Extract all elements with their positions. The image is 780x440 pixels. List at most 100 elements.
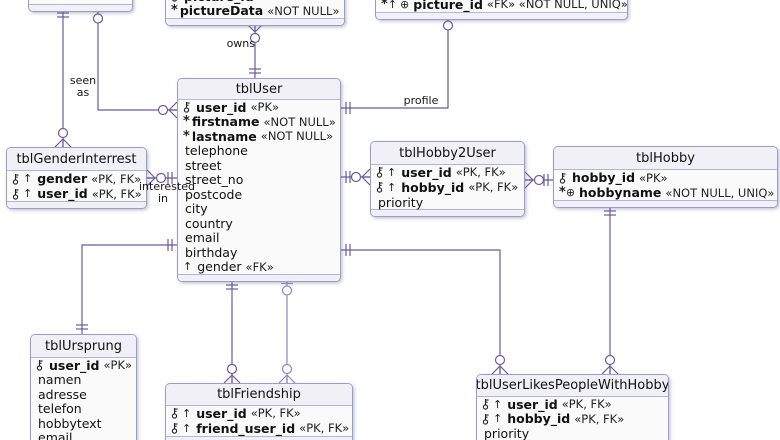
notnull-star-icon: * bbox=[183, 128, 190, 144]
table-tblGenderInterrest[interactable]: tblGenderInterrest↑gender«PK, FK»↑user_i… bbox=[6, 147, 147, 209]
column-row-priority[interactable]: priority bbox=[376, 195, 519, 210]
table-columns: *↑⊕picture_id«FK» «NOT NULL, UNIQ» bbox=[376, 0, 628, 12]
column-name: user_id bbox=[401, 164, 452, 180]
column-row-postcode[interactable]: postcode bbox=[183, 187, 335, 202]
column-row-telephone[interactable]: telephone bbox=[183, 143, 335, 158]
column-row-country[interactable]: country bbox=[183, 216, 335, 231]
table-title[interactable]: tblGenderInterrest bbox=[7, 148, 146, 171]
column-row-email[interactable]: email bbox=[183, 230, 335, 245]
column-row-telefon[interactable]: telefon bbox=[36, 401, 131, 416]
table-tblHobby2User[interactable]: tblHobby2User↑user_id«PK, FK»↑hobby_id«P… bbox=[370, 141, 525, 218]
relationship-line[interactable] bbox=[341, 15, 449, 109]
column-annotation: «PK, FK» bbox=[91, 186, 142, 201]
connector-seen-as[interactable] bbox=[54, 8, 72, 148]
column-row-hobby_id[interactable]: hobby_id«PK» bbox=[559, 170, 772, 185]
column-row-street[interactable]: street bbox=[183, 158, 335, 173]
table-columns: hobby_id«PK»*⊕hobbyname«NOT NULL, UNIQ» bbox=[554, 170, 777, 200]
connector-user-userlikes[interactable] bbox=[341, 244, 509, 375]
column-row-email[interactable]: email bbox=[36, 430, 131, 440]
column-name: priority bbox=[378, 194, 424, 210]
column-row-pictureData[interactable]: *pictureData«NOT NULL» bbox=[171, 3, 340, 18]
column-name: gender bbox=[37, 171, 88, 186]
table-tblFriendship[interactable]: tblFriendship↑user_id«PK, FK»↑friend_use… bbox=[165, 383, 353, 440]
table-title[interactable]: tblFriendship bbox=[166, 384, 352, 406]
relationship-line[interactable] bbox=[81, 244, 177, 334]
column-row-hobbyname[interactable]: *⊕hobbyname«NOT NULL, UNIQ» bbox=[559, 185, 774, 200]
connector-hobby-userlikes[interactable] bbox=[601, 206, 619, 375]
fk-arrow-icon: ↑ bbox=[493, 412, 503, 426]
key-icon bbox=[36, 359, 44, 371]
column-annotation: «FK» «NOT NULL, UNIQ» bbox=[486, 0, 628, 12]
column-name: hobby_id bbox=[507, 411, 571, 427]
connector-user-friendship-1[interactable] bbox=[223, 280, 241, 384]
relationship-line[interactable] bbox=[97, 8, 177, 111]
column-row-user_id[interactable]: ↑user_id«PK, FK» bbox=[482, 397, 663, 412]
column-name: user_id bbox=[507, 396, 558, 412]
column-name: user_id bbox=[196, 99, 247, 115]
column-row-picture_id[interactable]: *↑⊕picture_id«FK» «NOT NULL, UNIQ» bbox=[381, 0, 628, 12]
column-row-user_id[interactable]: ↑user_id«PK, FK» bbox=[171, 406, 347, 421]
column-row-street_no[interactable]: street_no bbox=[183, 172, 335, 188]
table-footer bbox=[166, 435, 352, 440]
relationship-line[interactable] bbox=[341, 249, 501, 374]
connector-interested-in[interactable] bbox=[146, 169, 177, 187]
table-title[interactable]: tblHobby2User bbox=[371, 142, 524, 165]
connector-user-hobby2user[interactable] bbox=[341, 168, 371, 186]
connector-user-ursprung[interactable] bbox=[76, 239, 177, 334]
column-row-priority[interactable]: priority bbox=[482, 426, 663, 440]
table-title[interactable]: tblHobby bbox=[554, 147, 777, 170]
column-row-user_id[interactable]: user_id«PK» bbox=[36, 358, 132, 373]
connector-picture-user[interactable] bbox=[92, 8, 178, 119]
column-row-lastname[interactable]: *lastname«NOT NULL» bbox=[183, 129, 335, 144]
column-row-picture_id[interactable]: picture_id«PK» bbox=[171, 0, 339, 4]
column-annotation: «NOT NULL» bbox=[267, 3, 340, 18]
column-name: friend_user_id bbox=[196, 420, 296, 436]
unique-icon: ⊕ bbox=[565, 186, 576, 199]
column-row-gender[interactable]: ↑gender«FK» bbox=[183, 259, 335, 274]
column-name: hobbyname bbox=[579, 185, 662, 200]
table-title[interactable]: tblUser bbox=[178, 79, 340, 100]
fk-arrow-icon: ↑ bbox=[387, 0, 398, 11]
relationship-label-owns[interactable]: owns bbox=[225, 38, 255, 50]
table-cut-table-top-left[interactable] bbox=[28, 0, 133, 12]
column-row-user_id[interactable]: ↑user_id«PK, FK» bbox=[12, 186, 142, 201]
column-name: picture_id bbox=[184, 0, 254, 4]
column-row-hobby_id[interactable]: ↑hobby_id«PK, FK» bbox=[376, 180, 519, 195]
table-title-text: tblUserLikesPeopleWithHobby bbox=[477, 378, 668, 393]
column-row-hobbytext[interactable]: hobbytext bbox=[36, 416, 131, 431]
column-row-birthday[interactable]: birthday bbox=[183, 245, 335, 260]
column-annotation: «PK, FK» bbox=[574, 411, 625, 426]
column-row-user_id[interactable]: user_id«PK» bbox=[183, 100, 335, 115]
connector-owns[interactable] bbox=[246, 23, 264, 78]
column-row-friend_user_id[interactable]: ↑friend_user_id«PK, FK» bbox=[171, 420, 349, 436]
column-row-hobby_id[interactable]: ↑ hobby_id«PK, FK» bbox=[482, 411, 663, 427]
table-title[interactable]: tblUrsprung bbox=[31, 335, 136, 358]
table-tblUserLikesPeopleWithHobby[interactable]: tblUserLikesPeopleWithHobby↑user_id«PK, … bbox=[476, 374, 669, 440]
column-annotation: «PK, FK» bbox=[468, 180, 519, 195]
relationship-label-profile[interactable]: profile bbox=[402, 95, 440, 107]
column-row-city[interactable]: city bbox=[183, 201, 335, 217]
column-row-user_id[interactable]: ↑user_id«PK, FK» bbox=[376, 165, 519, 180]
column-name: city bbox=[185, 201, 208, 217]
column-annotation: «PK» bbox=[250, 100, 280, 115]
column-row-namen[interactable]: namen bbox=[36, 372, 131, 387]
connector-hobby2user-hobby[interactable] bbox=[524, 171, 553, 189]
column-annotation: «PK, FK» bbox=[455, 165, 506, 180]
column-row-firstname[interactable]: *firstname«NOT NULL» bbox=[183, 114, 336, 129]
column-annotation: «PK, FK» bbox=[561, 397, 612, 412]
column-row-adresse[interactable]: adresse bbox=[36, 387, 131, 402]
column-name: street_no bbox=[185, 172, 244, 188]
column-row-gender[interactable]: ↑gender«PK, FK» bbox=[12, 171, 141, 186]
table-title[interactable]: tblUserLikesPeopleWithHobby bbox=[477, 375, 668, 397]
table-tblPicture-partial[interactable]: picture_id«PK»*pictureData«NOT NULL» bbox=[165, 0, 345, 26]
connector-user-friendship-2[interactable] bbox=[278, 280, 296, 384]
table-tblPictureLink-partial[interactable]: *↑⊕picture_id«FK» «NOT NULL, UNIQ» bbox=[375, 0, 628, 20]
